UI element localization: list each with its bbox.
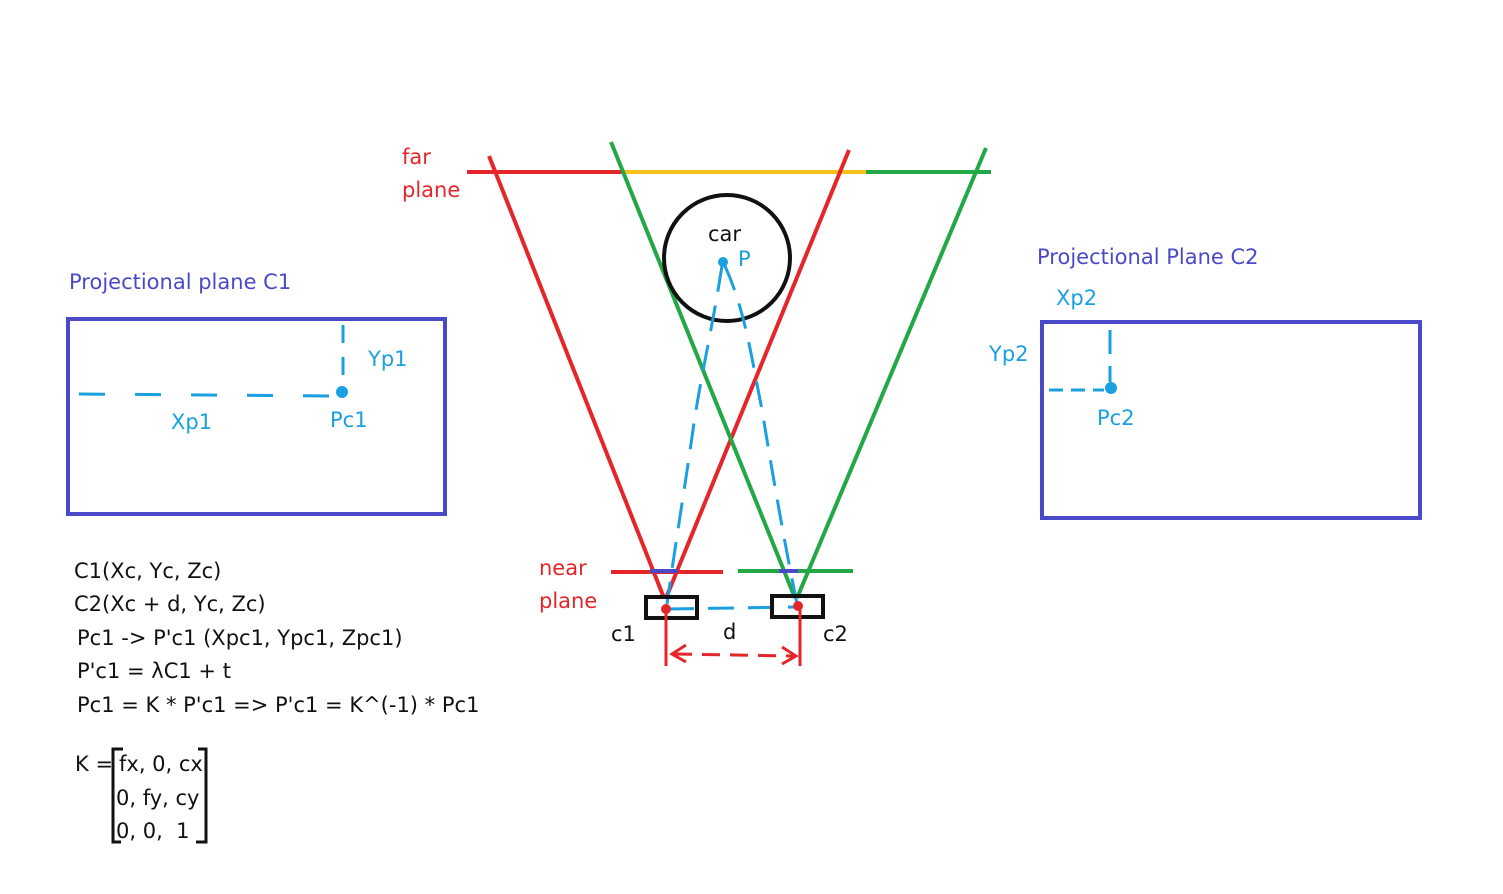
baseline-dashed [667, 605, 798, 611]
camera2-label: c2 [823, 622, 848, 646]
equation-line: P'c1 = λC1 + t [77, 659, 231, 683]
ray-p-to-c2 [723, 265, 799, 605]
equation-line: C1(Xc, Yc, Zc) [74, 559, 221, 583]
matrix-k-left-bracket [111, 747, 123, 844]
camera1-label: c1 [611, 622, 636, 646]
projection-plane-c1 [66, 317, 447, 516]
plane-c2-title: Projectional Plane C2 [1037, 245, 1259, 269]
matrix-k-name: K = [75, 752, 113, 776]
matrix-k: K = fx, 0, cx 0, fy, cy 0, 0, 1 [75, 747, 208, 844]
camera2-frustum-right-edge [795, 147, 988, 599]
far-plane-label-line1: far [402, 145, 431, 169]
matrix-k-row: 0, fy, cy [116, 786, 200, 810]
matrix-k-right-bracket [196, 747, 208, 844]
xp2-label: Xp2 [1056, 286, 1097, 310]
camera1-frustum [487, 149, 851, 599]
pc2-label: Pc2 [1097, 406, 1135, 430]
baseline-arrowhead-left [669, 643, 687, 664]
car-circle [662, 193, 792, 323]
point-p-label: P [738, 247, 751, 271]
projection-rays [665, 265, 799, 611]
baseline-label: d [723, 620, 736, 644]
point-p-dot [718, 257, 728, 267]
baseline-arrow-line [673, 652, 795, 658]
camera1-body [644, 595, 699, 620]
projection-plane-c2-frame [1040, 320, 1422, 520]
car-label: car [708, 222, 741, 246]
projection-plane-c2 [1040, 320, 1422, 520]
camera2-frustum [609, 141, 988, 599]
matrix-k-row: 0, 0, 1 [116, 819, 189, 843]
equation-line: Pc1 = K * P'c1 => P'c1 = K^(-1) * Pc1 [77, 693, 479, 717]
yp1-label: Yp1 [367, 347, 408, 371]
camera2-center-dot [793, 601, 803, 611]
far-plane-label-line2: plane [402, 178, 460, 202]
projection-plane-c1-frame [66, 317, 447, 516]
plane-c1-title: Projectional plane C1 [69, 270, 291, 294]
camera1-frustum-right-edge [664, 149, 851, 599]
equation-line: Pc1 -> P'c1 (Xpc1, Ypc1, Zpc1) [77, 626, 403, 650]
equations-block: C1(Xc, Yc, Zc) C2(Xc + d, Yc, Zc) Pc1 ->… [74, 559, 479, 717]
camera1-center-dot [661, 604, 671, 614]
near-plane [611, 569, 853, 574]
pc2-dot [1105, 382, 1117, 394]
pc1-label: Pc1 [330, 408, 368, 432]
xp1-label: Xp1 [171, 410, 212, 434]
yp2-label: Yp2 [988, 342, 1029, 366]
baseline-measure [664, 610, 802, 666]
camera1-frustum-left-edge [487, 155, 666, 599]
near-plane-label-line1: near [539, 556, 587, 580]
camera2-body [770, 594, 825, 619]
matrix-k-row: fx, 0, cx [119, 752, 203, 776]
near-plane-label-line2: plane [539, 589, 597, 613]
xp1-dashed-line [78, 392, 337, 398]
equation-line: C2(Xc + d, Yc, Zc) [74, 592, 266, 616]
baseline-arrowhead-right [781, 645, 799, 666]
ray-p-to-c1 [665, 265, 724, 605]
pc1-dot [336, 386, 348, 398]
